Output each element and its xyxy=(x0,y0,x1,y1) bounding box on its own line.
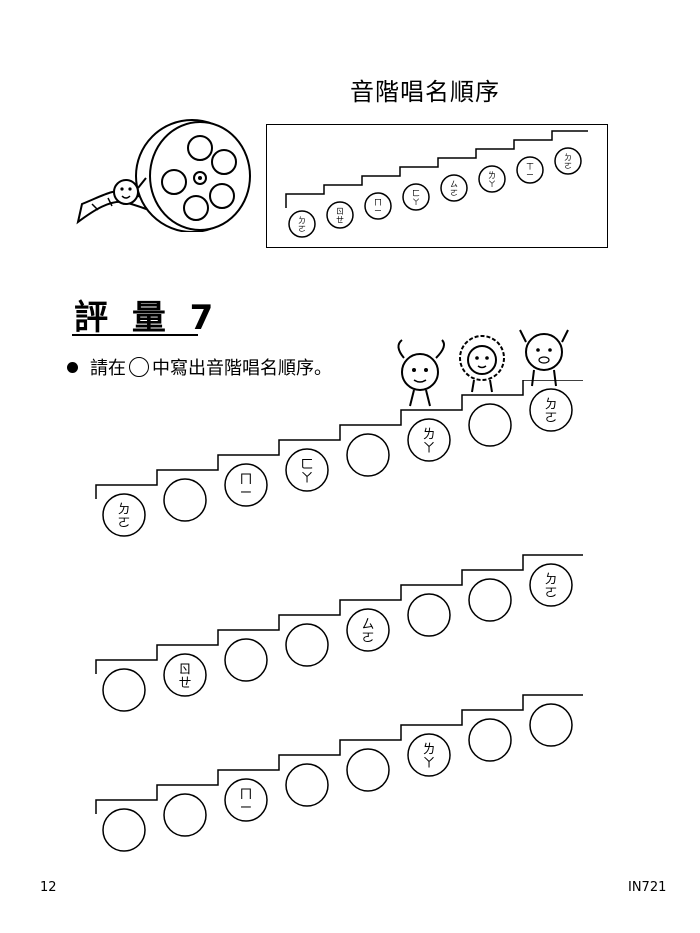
answer-circle-r0-7: ㄉㄛ xyxy=(529,388,573,432)
answer-circle-r1-2 xyxy=(224,638,268,682)
answer-circle-r2-5-glyph-bottom: ㄚ xyxy=(422,756,435,771)
exercise-stair-line-2 xyxy=(95,694,583,814)
reference-note-2: ㄇㄧ xyxy=(364,192,392,220)
reference-note-2-glyph-bottom: ㄧ xyxy=(374,207,382,216)
reference-note-1-glyph-top: ㄖ xyxy=(336,207,344,216)
answer-circle-r0-7-glyph-bottom: ㄛ xyxy=(544,411,557,426)
reference-note-7: ㄉㄛ xyxy=(554,147,582,175)
page-number: 12 xyxy=(40,880,57,895)
answer-circle-r1-1-glyph-top: ㄖ xyxy=(178,662,191,677)
answer-circle-r2-7 xyxy=(529,703,573,747)
ox-character-icon xyxy=(519,329,569,387)
answer-circle-r1-7-glyph-top: ㄉ xyxy=(544,572,557,587)
reference-note-3-glyph-bottom: ㄚ xyxy=(412,198,420,207)
evaluation-title: 評 量 7 xyxy=(74,298,220,338)
answer-circle-r1-3 xyxy=(285,623,329,667)
answer-circle-r0-4 xyxy=(346,433,390,477)
reference-note-2-glyph-top: ㄇ xyxy=(374,198,382,207)
reference-note-3: ㄈㄚ xyxy=(402,183,430,211)
answer-circle-r0-2-glyph-top: ㄇ xyxy=(239,472,252,487)
instruction: 請在 中寫出音階唱名順序。 xyxy=(90,354,332,380)
reference-note-3-glyph-top: ㄈ xyxy=(412,189,420,198)
answer-circle-r1-1: ㄖㄝ xyxy=(163,653,207,697)
answer-circle-r0-7-glyph-top: ㄉ xyxy=(544,397,557,412)
answer-circle-r2-6 xyxy=(468,718,512,762)
answer-circle-r2-5: ㄌㄚ xyxy=(407,733,451,777)
reference-note-6-glyph-top: ㄒ xyxy=(526,162,534,171)
reference-scale-box xyxy=(266,124,608,248)
reference-note-6: ㄒㄧ xyxy=(516,156,544,184)
answer-circle-r0-1 xyxy=(163,478,207,522)
circle-symbol xyxy=(129,357,149,377)
answer-circle-r0-5-glyph-bottom: ㄚ xyxy=(422,441,435,456)
answer-circle-r1-1-glyph-bottom: ㄝ xyxy=(178,676,191,691)
instruction-text-after: 中寫出音階唱名順序。 xyxy=(152,358,332,379)
answer-circle-r0-6 xyxy=(468,403,512,447)
answer-circle-r0-3-glyph-bottom: ㄚ xyxy=(300,471,313,486)
answer-circle-r2-4 xyxy=(346,748,390,792)
bullet-dot xyxy=(67,362,78,373)
answer-circle-r1-4-glyph-bottom: ㄛ xyxy=(361,631,374,646)
answer-circle-r0-0-glyph-bottom: ㄛ xyxy=(117,516,130,531)
exercise-stair-line-1 xyxy=(95,554,583,674)
reference-note-5-glyph-bottom: ㄚ xyxy=(488,180,496,189)
answer-circle-r0-3: ㄈㄚ xyxy=(285,448,329,492)
instruction-text-before: 請在 xyxy=(90,358,126,379)
answer-circle-r1-4-glyph-top: ㄙ xyxy=(361,617,374,632)
answer-circle-r0-0-glyph-top: ㄉ xyxy=(117,502,130,517)
answer-circle-r1-4: ㄙㄛ xyxy=(346,608,390,652)
exercise-stair-line-0 xyxy=(95,380,583,499)
reference-note-4-glyph-top: ㄙ xyxy=(450,180,458,189)
answer-circle-r2-3 xyxy=(285,763,329,807)
answer-circle-r2-5-glyph-top: ㄌ xyxy=(422,742,435,757)
reference-note-0-glyph-bottom: ㄛ xyxy=(298,225,306,234)
answer-circle-r2-0 xyxy=(102,808,146,852)
reference-note-5-glyph-top: ㄌ xyxy=(488,171,496,180)
reference-note-5: ㄌㄚ xyxy=(478,165,506,193)
answer-circle-r0-2: ㄇㄧ xyxy=(224,463,268,507)
reference-stair-line xyxy=(285,130,588,208)
answer-circle-r0-5: ㄌㄚ xyxy=(407,418,451,462)
reference-note-1-glyph-bottom: ㄝ xyxy=(336,216,344,225)
reference-note-0-glyph-top: ㄉ xyxy=(298,216,306,225)
answer-circle-r0-2-glyph-bottom: ㄧ xyxy=(239,486,252,501)
evaluation-title-underline xyxy=(72,334,198,336)
reference-note-6-glyph-bottom: ㄧ xyxy=(526,171,534,180)
lion-character-icon xyxy=(459,335,505,393)
answer-circle-r1-0 xyxy=(102,668,146,712)
answer-circle-r1-7-glyph-bottom: ㄛ xyxy=(544,586,557,601)
answer-circle-r0-0: ㄉㄛ xyxy=(102,493,146,537)
cartoon-characters xyxy=(397,329,569,407)
scale-title: 音階唱名順序 xyxy=(350,78,500,106)
answer-circle-r2-1 xyxy=(163,793,207,837)
answer-circle-r2-2-glyph-bottom: ㄧ xyxy=(239,801,252,816)
reference-note-4: ㄙㄛ xyxy=(440,174,468,202)
reference-note-4-glyph-bottom: ㄛ xyxy=(450,189,458,198)
answer-circle-r0-3-glyph-top: ㄈ xyxy=(300,457,313,472)
answer-circle-r0-5-glyph-top: ㄌ xyxy=(422,427,435,442)
book-code: IN721 xyxy=(628,880,667,895)
answer-circle-r1-6 xyxy=(468,578,512,622)
reference-note-7-glyph-bottom: ㄛ xyxy=(564,162,572,171)
reference-note-1: ㄖㄝ xyxy=(326,201,354,229)
reference-note-7-glyph-top: ㄉ xyxy=(564,153,572,162)
reference-note-0: ㄉㄛ xyxy=(288,210,316,238)
answer-circle-r1-7: ㄉㄛ xyxy=(529,563,573,607)
answer-circle-r1-5 xyxy=(407,593,451,637)
answer-circle-r2-2: ㄇㄧ xyxy=(224,778,268,822)
answer-circle-r2-2-glyph-top: ㄇ xyxy=(239,787,252,802)
film-reel-illustration xyxy=(76,119,251,232)
scorpion-character-icon xyxy=(397,339,445,407)
